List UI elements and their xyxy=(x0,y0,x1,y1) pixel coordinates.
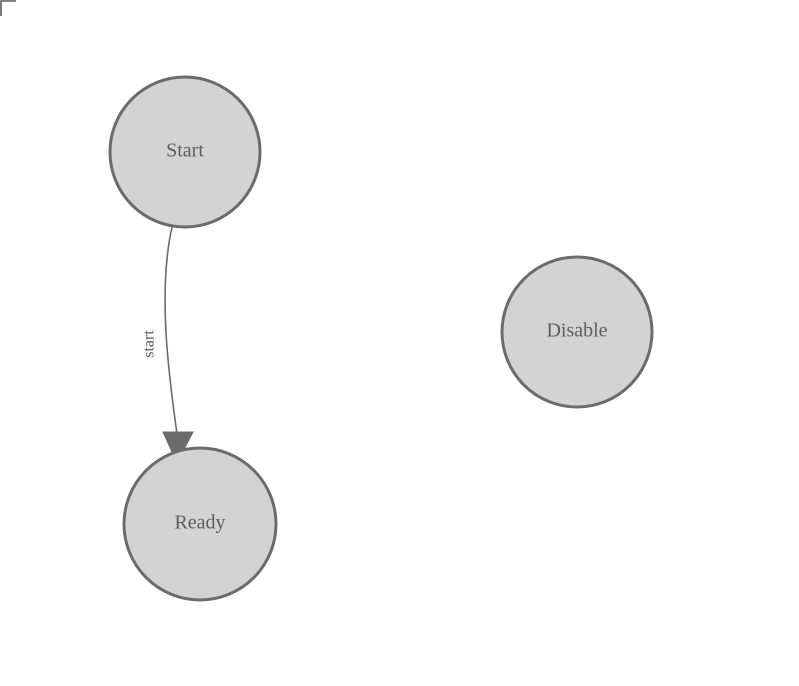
node-start[interactable]: Start xyxy=(108,75,262,229)
node-start-label: Start xyxy=(166,140,204,162)
node-disable-shape xyxy=(500,255,654,409)
edge-start-to-ready[interactable]: start xyxy=(141,226,194,465)
edge-line xyxy=(164,226,178,435)
edge-arrowhead-icon xyxy=(162,431,194,465)
node-start-shape xyxy=(108,75,262,229)
node-disable[interactable]: Disable xyxy=(500,255,654,409)
edge-label-start: start xyxy=(141,330,158,358)
canvas-corner-mark xyxy=(0,0,16,16)
node-ready[interactable]: Ready xyxy=(122,446,278,602)
node-ready-shape xyxy=(122,446,278,602)
node-ready-label: Ready xyxy=(174,512,225,534)
node-disable-label: Disable xyxy=(546,320,607,342)
